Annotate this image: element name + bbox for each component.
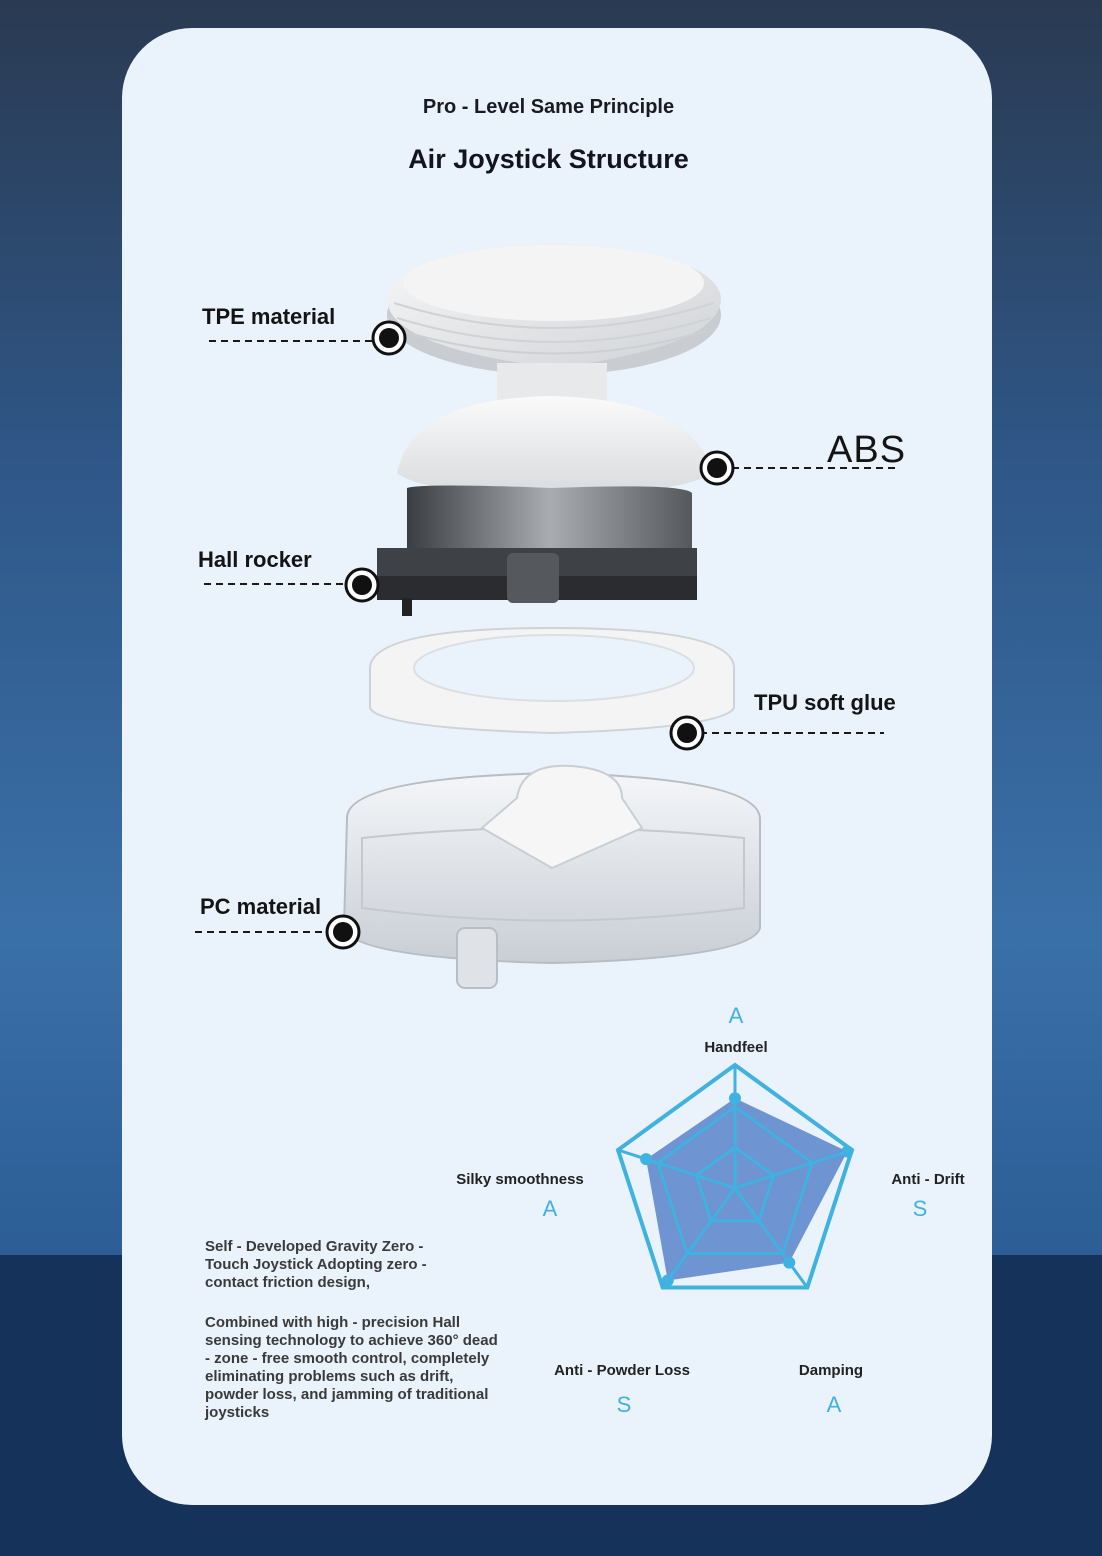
radar-grid-ring	[656, 1104, 814, 1256]
radar-spoke	[734, 1148, 853, 1190]
callout-hall-rocker: Hall rocker	[198, 547, 312, 572]
tpu-ring	[369, 626, 735, 735]
radar-spoke	[733, 1187, 809, 1289]
radar-grid-ring	[694, 1145, 776, 1223]
callout-abs: ABS	[827, 429, 907, 471]
radar-grade-label: A	[543, 1196, 558, 1221]
radar-data-point	[661, 1274, 674, 1287]
marker-hall	[344, 567, 380, 603]
leader-lines	[195, 340, 900, 933]
radar-axis-label: Anti - Drift	[891, 1171, 964, 1188]
radar-axis-label: Anti - Powder Loss	[554, 1362, 690, 1379]
callout-pc-material: PC material	[200, 894, 322, 919]
radar-data-point	[783, 1256, 796, 1269]
radar-axis-label: Silky smoothness	[456, 1171, 584, 1188]
radar-data-area	[646, 1098, 848, 1281]
marker-tpu	[669, 715, 705, 751]
radar-grade-label: A	[827, 1392, 842, 1417]
product-card: Pro - Level Same Principle Air Joystick …	[122, 28, 992, 1505]
radar-data-point	[729, 1092, 741, 1105]
callout-tpe-material: TPE material	[202, 304, 336, 329]
description-paragraph-1: Self - Developed Gravity Zero - Touch Jo…	[205, 1238, 427, 1291]
subtitle: Pro - Level Same Principle	[422, 96, 675, 118]
marker-dots	[325, 320, 735, 950]
tpe-cap	[386, 243, 722, 375]
hall-rocker-body	[377, 485, 697, 616]
marker-pc	[325, 914, 361, 950]
page-title: Air Joystick Structure	[408, 144, 689, 174]
radar-grade-label: A	[729, 1003, 744, 1028]
radar-spoke	[661, 1187, 737, 1289]
radar-grade-label: S	[617, 1392, 632, 1417]
description-paragraph-2: Combined with high - precision Hall sens…	[205, 1314, 498, 1421]
radar-grade-label: S	[913, 1196, 928, 1221]
radar-spoke	[617, 1148, 736, 1190]
pc-base	[342, 764, 761, 989]
radar-grid-ring	[615, 1062, 855, 1290]
joystick-exploded-illustration	[195, 243, 900, 989]
radar-axis-label: Damping	[799, 1362, 863, 1379]
radar-axis-label: Handfeel	[704, 1039, 767, 1056]
radar-data-point	[640, 1153, 653, 1166]
marker-tpe	[371, 320, 407, 356]
radar-data-point	[841, 1145, 854, 1158]
abs-dome	[397, 396, 712, 498]
callout-tpu-soft-glue: TPU soft glue	[754, 690, 896, 715]
marker-abs	[699, 450, 735, 486]
